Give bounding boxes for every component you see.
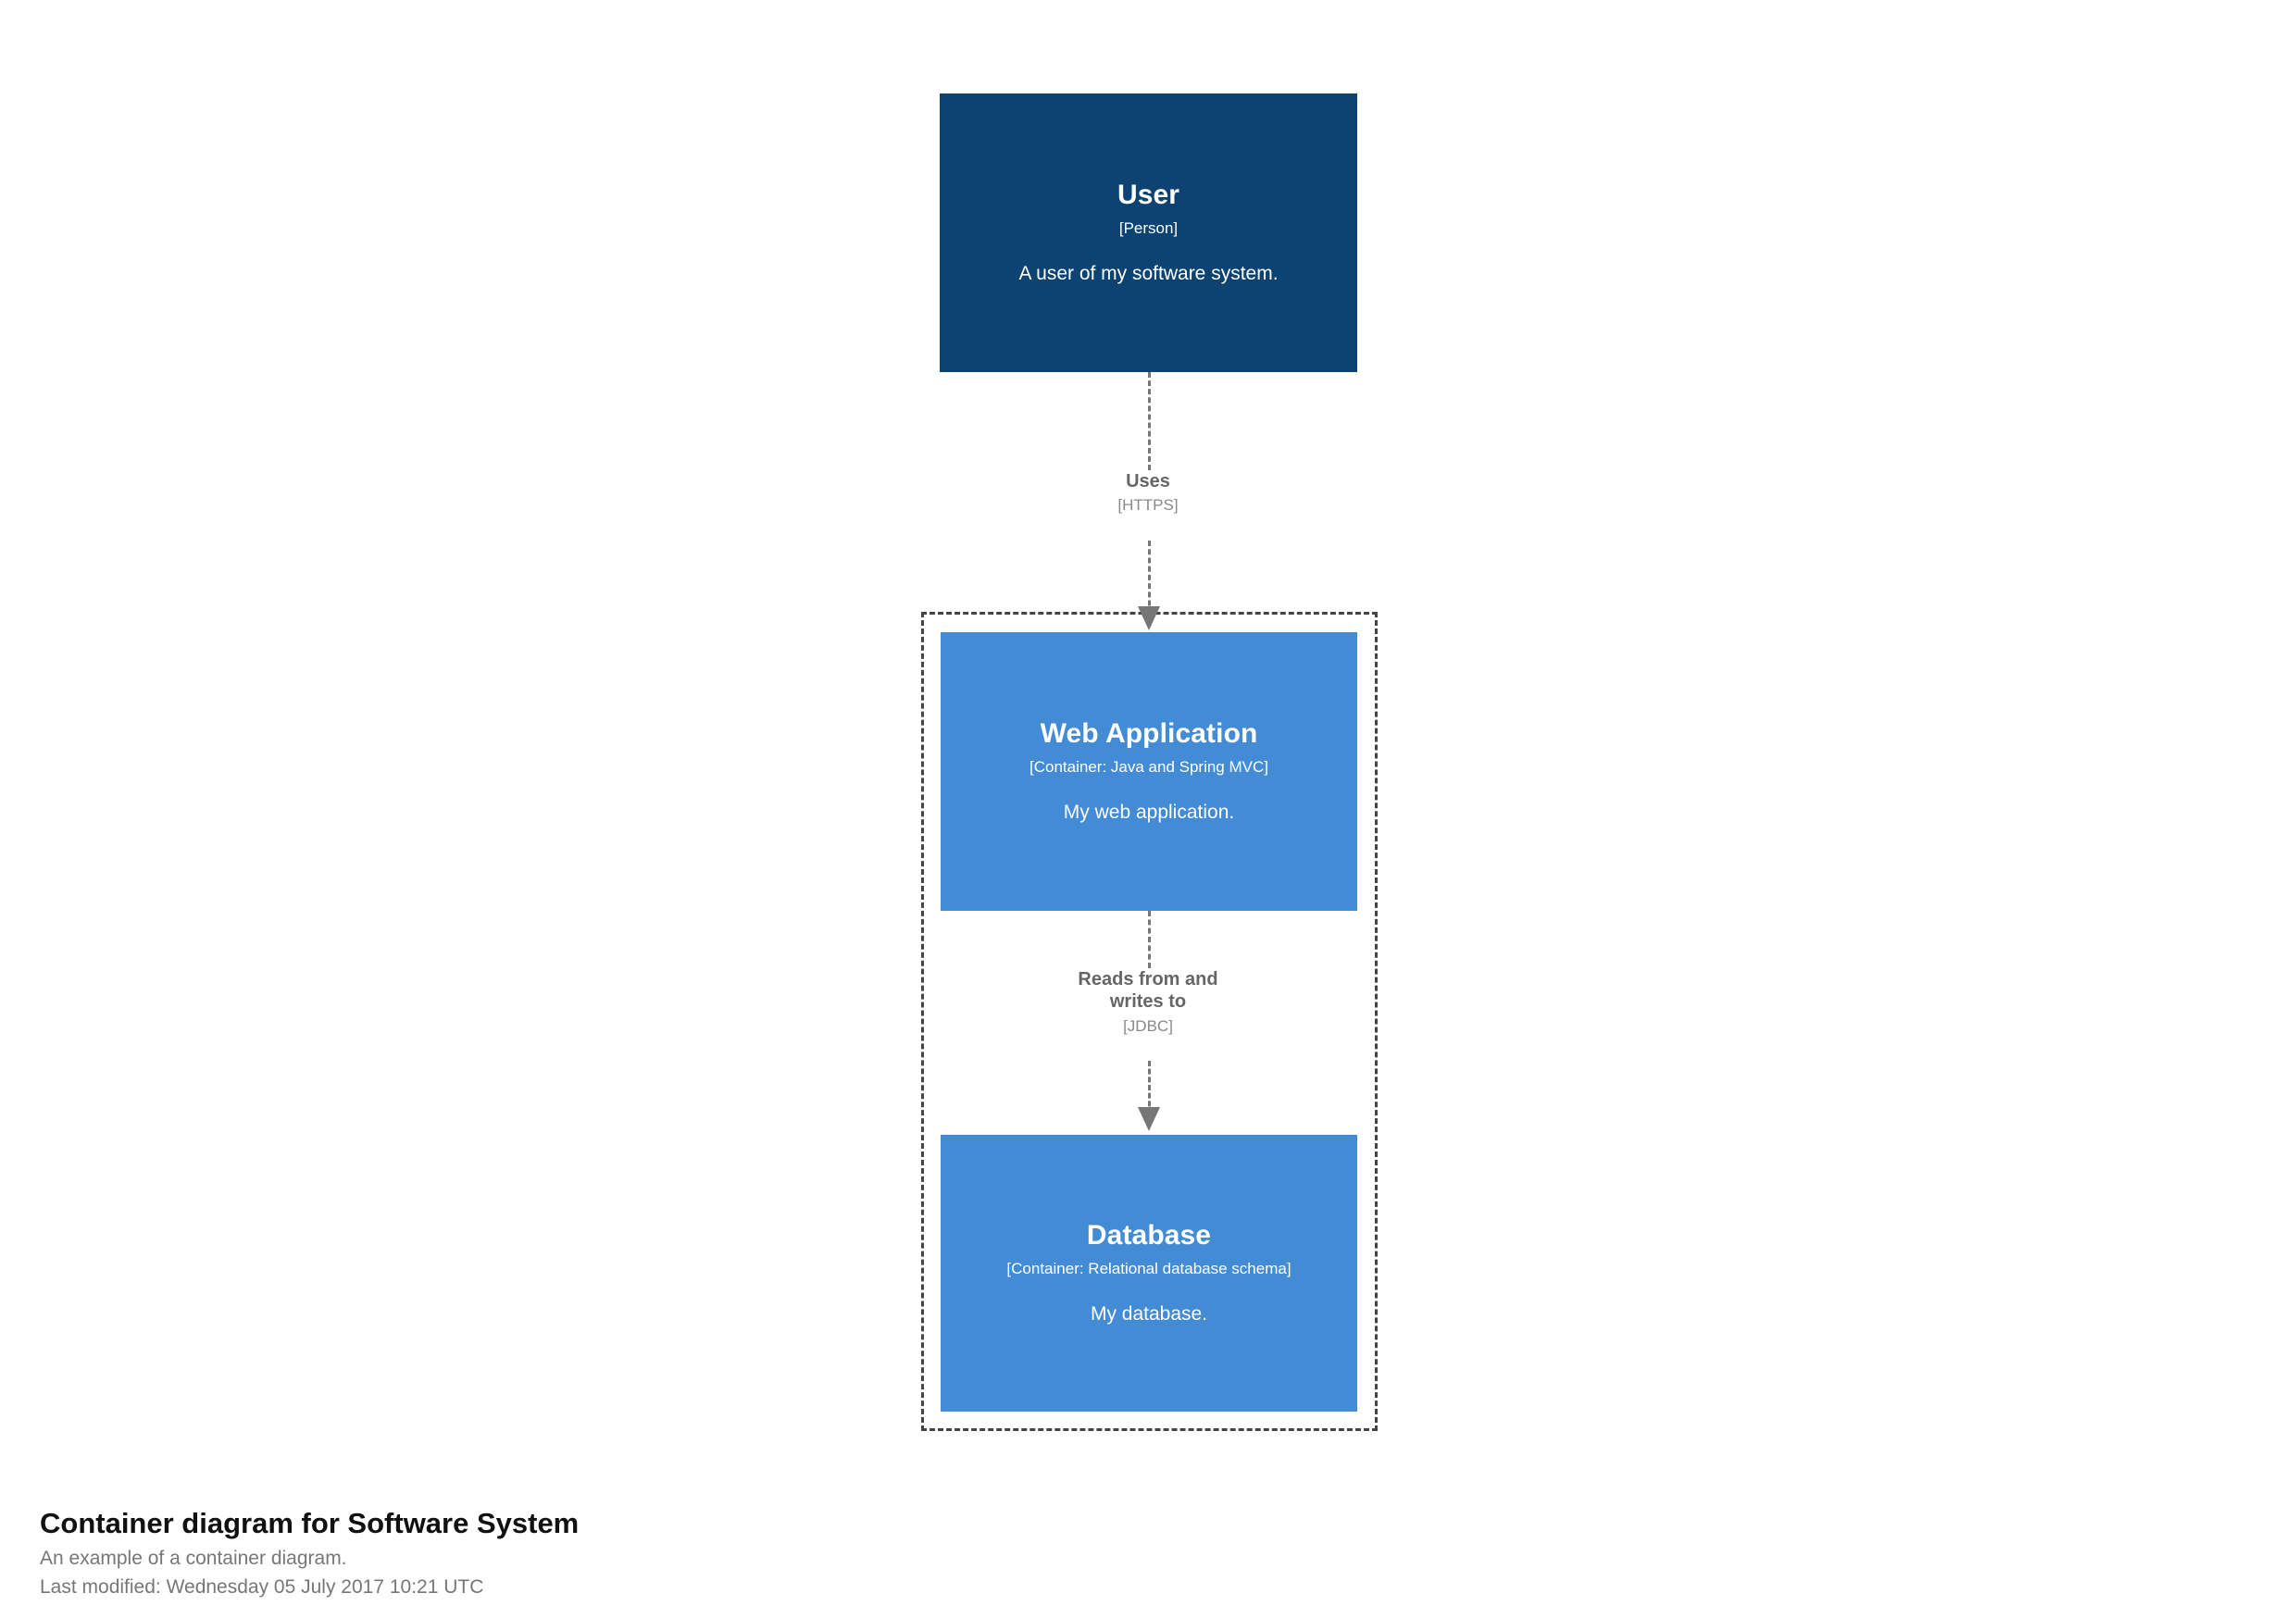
relationship-description-line-2: writes to bbox=[1109, 991, 1187, 1013]
element-database-name: Database bbox=[1086, 1219, 1212, 1251]
relationship-description-line-1: Reads from and bbox=[1078, 969, 1218, 989]
element-web-application[interactable]: Web Application [Container: Java and Spr… bbox=[941, 632, 1357, 911]
relationship-line bbox=[1148, 541, 1151, 623]
element-web-application-technology: [Container: Java and Spring MVC] bbox=[1029, 758, 1268, 777]
element-user[interactable]: User [Person] A user of my software syst… bbox=[940, 93, 1357, 372]
element-database-description: My database. bbox=[1090, 1302, 1208, 1325]
element-user-technology: [Person] bbox=[1118, 219, 1179, 238]
relationship-label: Uses [HTTPS] bbox=[1009, 470, 1287, 516]
relationship-line bbox=[1148, 372, 1151, 470]
element-database[interactable]: Database [Container: Relational database… bbox=[941, 1135, 1357, 1412]
relationship-line bbox=[1148, 1061, 1151, 1114]
element-web-application-name: Web Application bbox=[1040, 717, 1258, 749]
diagram-caption: Container diagram for Software System An… bbox=[40, 1506, 1336, 1600]
element-user-description: A user of my software system. bbox=[1018, 262, 1279, 284]
arrowhead-icon bbox=[1138, 606, 1160, 630]
diagram-title: Container diagram for Software System bbox=[40, 1507, 580, 1539]
diagram-subtitle: An example of a container diagram. bbox=[40, 1548, 347, 1570]
relationship-label: Reads from and writes to [JDBC] bbox=[1000, 968, 1296, 1037]
element-database-technology: [Container: Relational database schema] bbox=[1006, 1260, 1292, 1278]
element-user-name: User bbox=[1117, 179, 1180, 210]
relationship-label-backdrop bbox=[1037, 470, 1259, 541]
relationship-technology: [JDBC] bbox=[1123, 1016, 1173, 1035]
relationship-label-backdrop bbox=[1018, 968, 1278, 1061]
arrowhead-icon bbox=[1138, 1107, 1160, 1131]
diagram-last-modified: Last modified: Wednesday 05 July 2017 10… bbox=[40, 1575, 484, 1598]
relationship-line bbox=[1148, 911, 1151, 968]
relationship-technology: [HTTPS] bbox=[1117, 496, 1179, 515]
element-web-application-description: My web application. bbox=[1063, 801, 1235, 823]
relationship-description: Uses bbox=[1126, 471, 1170, 492]
